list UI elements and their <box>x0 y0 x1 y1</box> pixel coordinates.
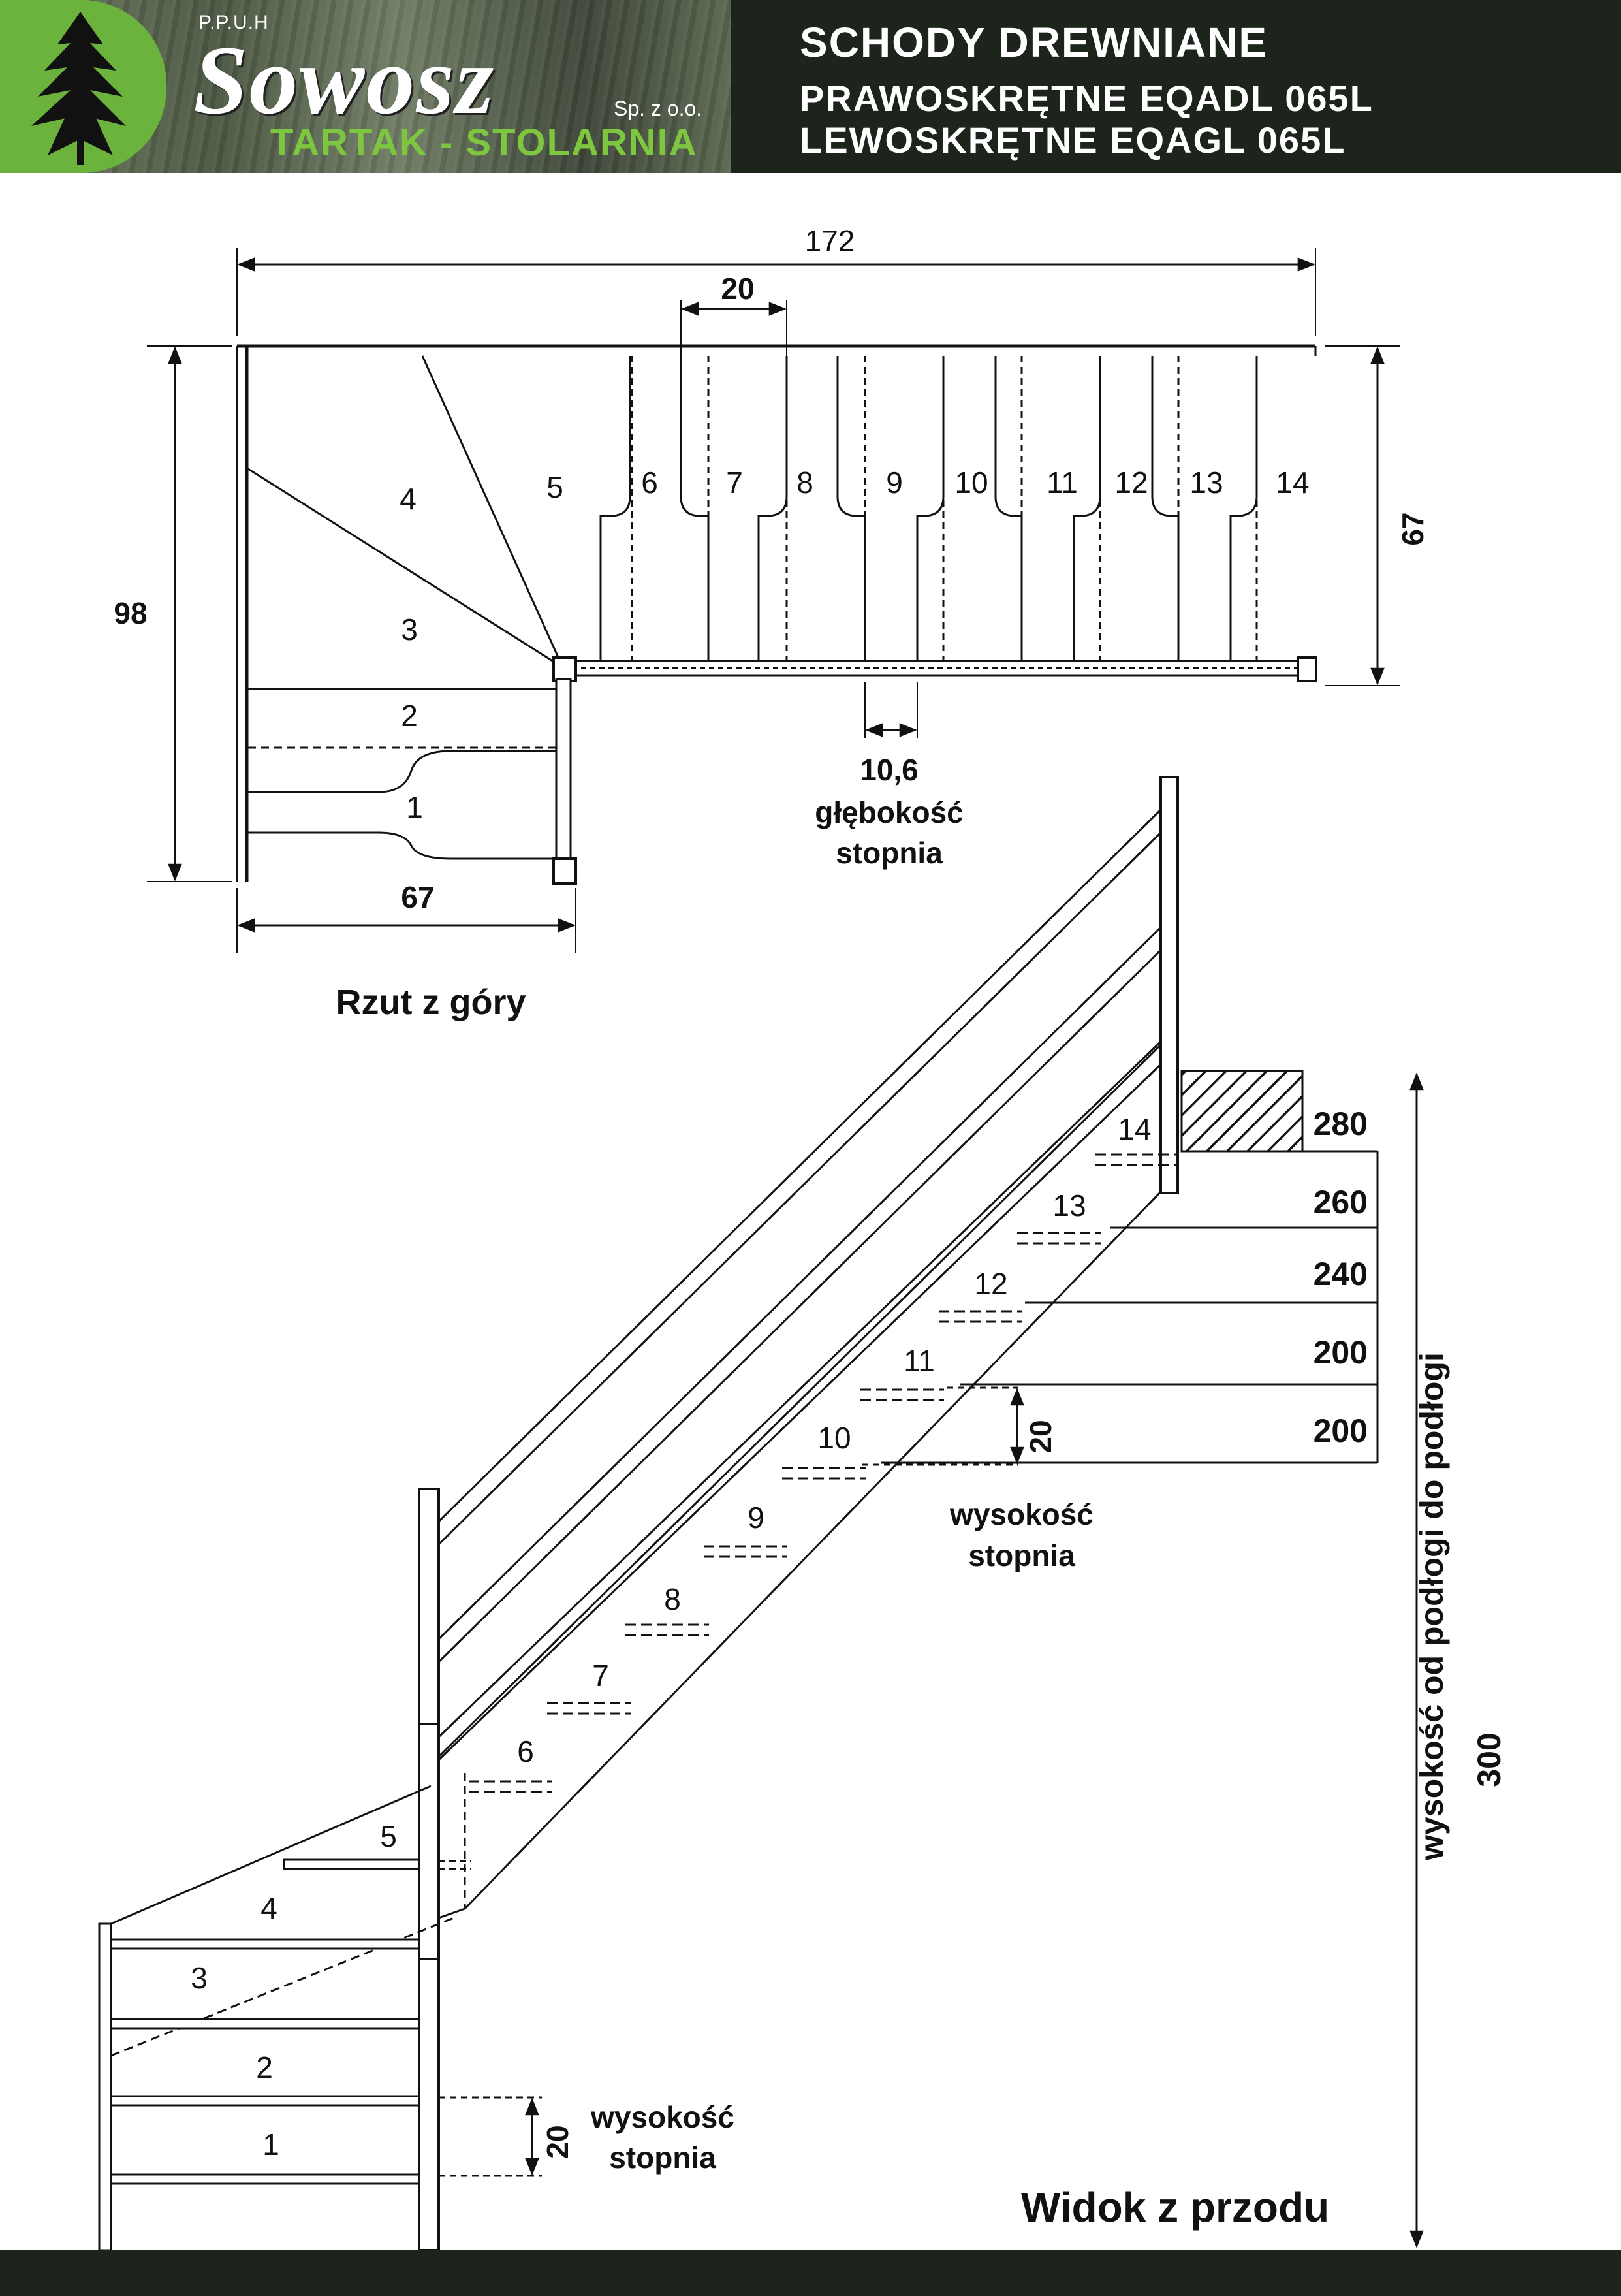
front-step-number: 9 <box>748 1501 764 1535</box>
top-step-number: 5 <box>546 470 563 504</box>
front-step-number: 6 <box>517 1734 534 1768</box>
top-step-number: 14 <box>1276 466 1309 500</box>
logo-area: P.P.U.H Sowosz Sp. z o.o. TARTAK - STOLA… <box>0 0 731 173</box>
top-step-number: 11 <box>1047 466 1078 500</box>
front-step-number: 4 <box>260 1891 277 1925</box>
top-step-number: 3 <box>401 613 418 646</box>
model-left: LEWOSKRĘTNE EQAGL 065L <box>800 120 1346 161</box>
front-step-number: 8 <box>664 1582 681 1616</box>
top-view-caption: Rzut z góry <box>336 983 526 1022</box>
step-height-label-1: wysokość <box>949 1497 1094 1531</box>
floor-to-floor-value: 300 <box>1471 1732 1507 1787</box>
front-tread-dashes <box>469 1153 1179 1793</box>
top-step-number: 8 <box>796 466 813 500</box>
front-step-number: 12 <box>974 1267 1007 1301</box>
height-table-value: 200 <box>1314 1412 1368 1449</box>
front-step-number: 3 <box>191 1961 208 1995</box>
floor-to-floor-label: wysokość od podłogi do podłogi <box>1413 1352 1450 1861</box>
dim-step-width: 20 <box>721 272 754 306</box>
height-table-value: 240 <box>1314 1256 1368 1292</box>
top-step-number: 9 <box>886 466 903 500</box>
front-view-caption: Widok z przodu <box>1021 2184 1329 2231</box>
front-step-number: 11 <box>904 1344 935 1378</box>
dim-depth-right: 67 <box>1396 512 1430 545</box>
front-step-number: 10 <box>817 1421 851 1455</box>
brand-logo-text: Sowosz <box>193 26 496 135</box>
top-step-number: 4 <box>400 482 417 516</box>
lower-step-height-label-1: wysokość <box>590 2100 734 2134</box>
logo-green-panel <box>0 0 166 173</box>
legal-form: Sp. z o.o. <box>614 97 702 120</box>
front-step-number: 2 <box>256 2050 273 2084</box>
front-step-number: 1 <box>262 2128 279 2161</box>
document-title: SCHODY DREWNIANE <box>800 19 1268 66</box>
model-right: PRAWOSKRĘTNE EQADL 065L <box>800 78 1374 119</box>
front-step-number: 14 <box>1118 1112 1151 1146</box>
dim-depth-left: 98 <box>114 596 147 630</box>
front-step-number: 7 <box>592 1659 609 1693</box>
dim-bottom-width: 67 <box>401 880 434 914</box>
footer-bar <box>0 2250 1621 2296</box>
tread-depth-label-1: głębokość <box>815 795 964 829</box>
top-step-number: 2 <box>401 699 418 733</box>
lower-step-height-value: 20 <box>541 2125 574 2158</box>
height-table-value: 260 <box>1314 1184 1368 1220</box>
front-step-number: 5 <box>380 1819 397 1853</box>
tagline: TARTAK - STOLARNIA <box>270 121 698 164</box>
top-step-number: 6 <box>641 466 658 500</box>
height-table: 280 260 240 200 200 <box>1314 1106 1368 1449</box>
front-view <box>98 776 1424 2252</box>
top-tread-outlines <box>599 356 1258 661</box>
lower-step-height-label-2: stopnia <box>609 2141 716 2175</box>
step-height-value: 20 <box>1024 1420 1058 1453</box>
top-step-number: 7 <box>726 466 743 500</box>
front-step-number: 13 <box>1052 1188 1086 1222</box>
top-step-number: 12 <box>1114 466 1148 500</box>
top-step-number: 13 <box>1189 466 1223 500</box>
top-step-number: 10 <box>954 466 988 500</box>
pine-tree-icon <box>31 12 126 165</box>
dim-total-width: 172 <box>805 224 855 258</box>
header-banner: P.P.U.H Sowosz Sp. z o.o. TARTAK - STOLA… <box>0 0 1621 173</box>
top-view <box>147 248 1400 953</box>
height-table-value: 200 <box>1314 1334 1368 1371</box>
company-prefix: P.P.U.H <box>198 12 269 33</box>
top-step-number: 1 <box>406 790 423 824</box>
dim-tread-depth: 10,6 <box>860 753 919 787</box>
step-height-label-2: stopnia <box>968 1539 1075 1572</box>
tread-depth-label-2: stopnia <box>836 836 943 870</box>
height-table-value: 280 <box>1314 1106 1368 1142</box>
